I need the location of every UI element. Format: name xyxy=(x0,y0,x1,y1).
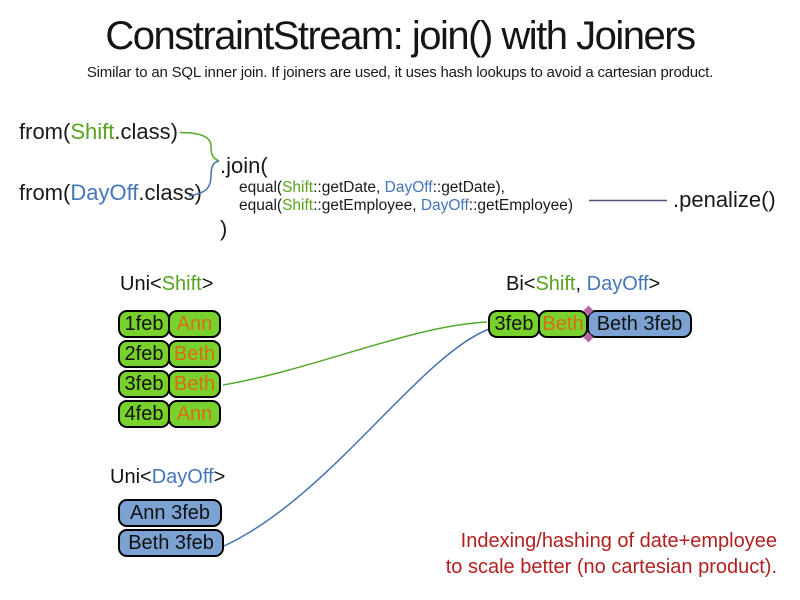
joiner-line-employee: equal(Shift::getEmployee, DayOff::getEmp… xyxy=(239,197,574,214)
bi-heading: Bi<Shift, DayOff> xyxy=(506,273,661,295)
dayoff-class-token: DayOff xyxy=(384,179,433,196)
shift-employee-cell: Beth xyxy=(538,310,588,338)
shift-employee-cell: Ann xyxy=(168,400,221,428)
dayoff-type-token: DayOff xyxy=(151,466,214,488)
shift-date-cell: 3feb xyxy=(118,370,170,398)
code-text: .class) xyxy=(114,119,178,144)
dayoff-cell: Ann 3feb xyxy=(118,499,222,527)
slide-title: ConstraintStream: join() with Joiners xyxy=(105,14,696,58)
code-text: .class) xyxy=(138,180,202,205)
shift-employee-cell: Beth xyxy=(168,370,221,398)
shift-class-token: Shift xyxy=(70,119,115,144)
indexing-note-line2: to scale better (no cartesian product). xyxy=(445,556,777,578)
shift-row-match-line xyxy=(222,321,488,386)
shift-date-cell: 4feb xyxy=(118,400,170,428)
table-row: 2feb Beth xyxy=(118,340,221,368)
dayoff-class-token: DayOff xyxy=(70,180,139,205)
code-join-open: .join( xyxy=(220,153,268,178)
indexing-note: Indexing/hashing of date+employee to sca… xyxy=(446,528,777,580)
dayoff-cell: Beth 3feb xyxy=(587,310,692,338)
shift-join-brace-line xyxy=(179,131,220,162)
dayoff-cell: Beth 3feb xyxy=(118,529,224,557)
uni-shift-table: 1feb Ann 2feb Beth 3feb Beth 4feb Ann xyxy=(118,310,221,430)
shift-employee-cell: Ann xyxy=(168,310,221,338)
table-row: 3feb Beth xyxy=(118,370,221,398)
shift-date-cell: 1feb xyxy=(118,310,170,338)
code-penalize: .penalize() xyxy=(673,187,776,212)
dayoff-type-token: DayOff xyxy=(586,273,649,295)
slide-subtitle: Similar to an SQL inner join. If joiners… xyxy=(86,64,714,81)
uni-dayoff-heading: Uni<DayOff> xyxy=(110,466,226,488)
shift-date-cell: 2feb xyxy=(118,340,170,368)
uni-shift-heading: Uni<Shift> xyxy=(120,273,214,295)
dayoff-class-token: DayOff xyxy=(420,197,469,214)
shift-type-token: Shift xyxy=(161,273,202,295)
code-from-dayoff: from(DayOff.class) xyxy=(19,180,202,206)
shift-class-token: Shift xyxy=(282,179,314,196)
uni-dayoff-table: Ann 3feb Beth 3feb xyxy=(118,499,224,559)
joiner-line-date: equal(Shift::getDate, DayOff::getDate), xyxy=(239,179,505,196)
shift-employee-cell: Beth xyxy=(168,340,221,368)
shift-class-token: Shift xyxy=(282,197,314,214)
indexing-note-line1: Indexing/hashing of date+employee xyxy=(460,530,777,552)
code-joiners: equal(Shift::getDate, DayOff::getDate), … xyxy=(239,179,573,215)
code-join-close: ) xyxy=(220,216,228,241)
bi-result-row: 3feb Beth Beth 3feb xyxy=(488,305,692,343)
shift-type-token: Shift xyxy=(535,273,576,295)
code-text: from( xyxy=(19,119,71,144)
dayoff-row-match-line xyxy=(223,328,490,547)
table-row: 4feb Ann xyxy=(118,400,221,428)
table-row: 1feb Ann xyxy=(118,310,221,338)
code-from-shift: from(Shift.class) xyxy=(19,119,178,145)
shift-date-cell: 3feb xyxy=(488,310,540,338)
code-text: from( xyxy=(19,180,71,205)
